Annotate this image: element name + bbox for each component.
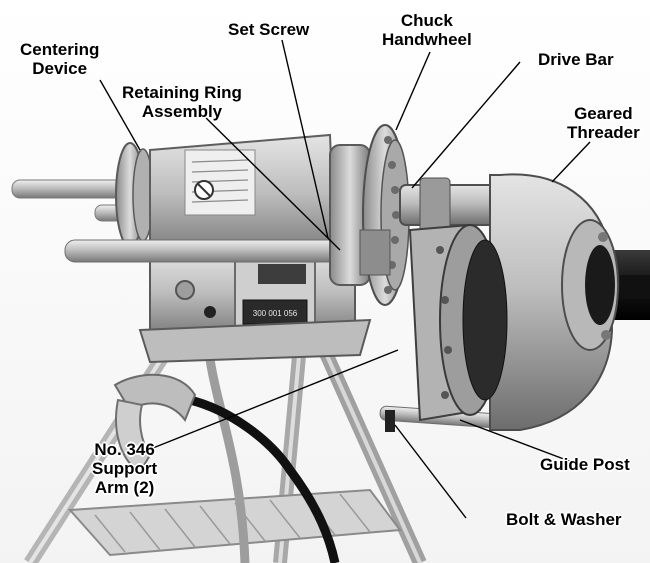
leader-set-screw	[281, 39, 329, 239]
drive-bar-assembly	[399, 177, 501, 234]
leader-geared-threader	[551, 141, 591, 183]
label-drive-bar: Drive Bar	[538, 50, 614, 69]
leader-guide-post	[459, 419, 578, 465]
leader-support-arm	[147, 349, 399, 451]
nameplate-text: 300 001 056	[253, 309, 298, 318]
leader-lines	[99, 39, 591, 519]
label-bolt-washer: Bolt & Washer	[506, 510, 622, 529]
foot-switch-handle	[113, 373, 197, 474]
chuck-handwheel	[329, 124, 410, 306]
label-retaining-ring-assembly: Retaining Ring Assembly	[122, 83, 242, 121]
leader-centering-device	[99, 79, 141, 151]
label-chuck-handwheel: Chuck Handwheel	[382, 11, 472, 49]
machine-body: 300 001 056	[138, 133, 372, 364]
leader-drive-bar	[411, 61, 521, 189]
leader-chuck-handwheel	[395, 51, 431, 131]
die-head-plate	[385, 223, 508, 432]
label-support-arm: No. 346 Support Arm (2)	[92, 440, 158, 497]
leader-bolt-washer	[394, 424, 467, 519]
label-geared-threader: Geared Threader	[567, 104, 640, 142]
label-centering-device: Centering Device	[20, 40, 100, 78]
leader-retaining-ring	[199, 111, 341, 251]
label-guide-post: Guide Post	[540, 455, 630, 474]
geared-threader	[489, 173, 650, 431]
label-set-screw: Set Screw	[228, 20, 310, 39]
